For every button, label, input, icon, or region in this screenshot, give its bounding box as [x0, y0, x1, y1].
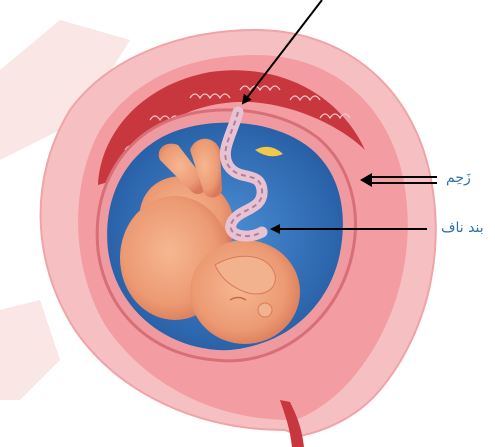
womb-label: زَحِم	[446, 170, 471, 186]
umbilical-cord-label: بند ناف	[441, 220, 484, 236]
